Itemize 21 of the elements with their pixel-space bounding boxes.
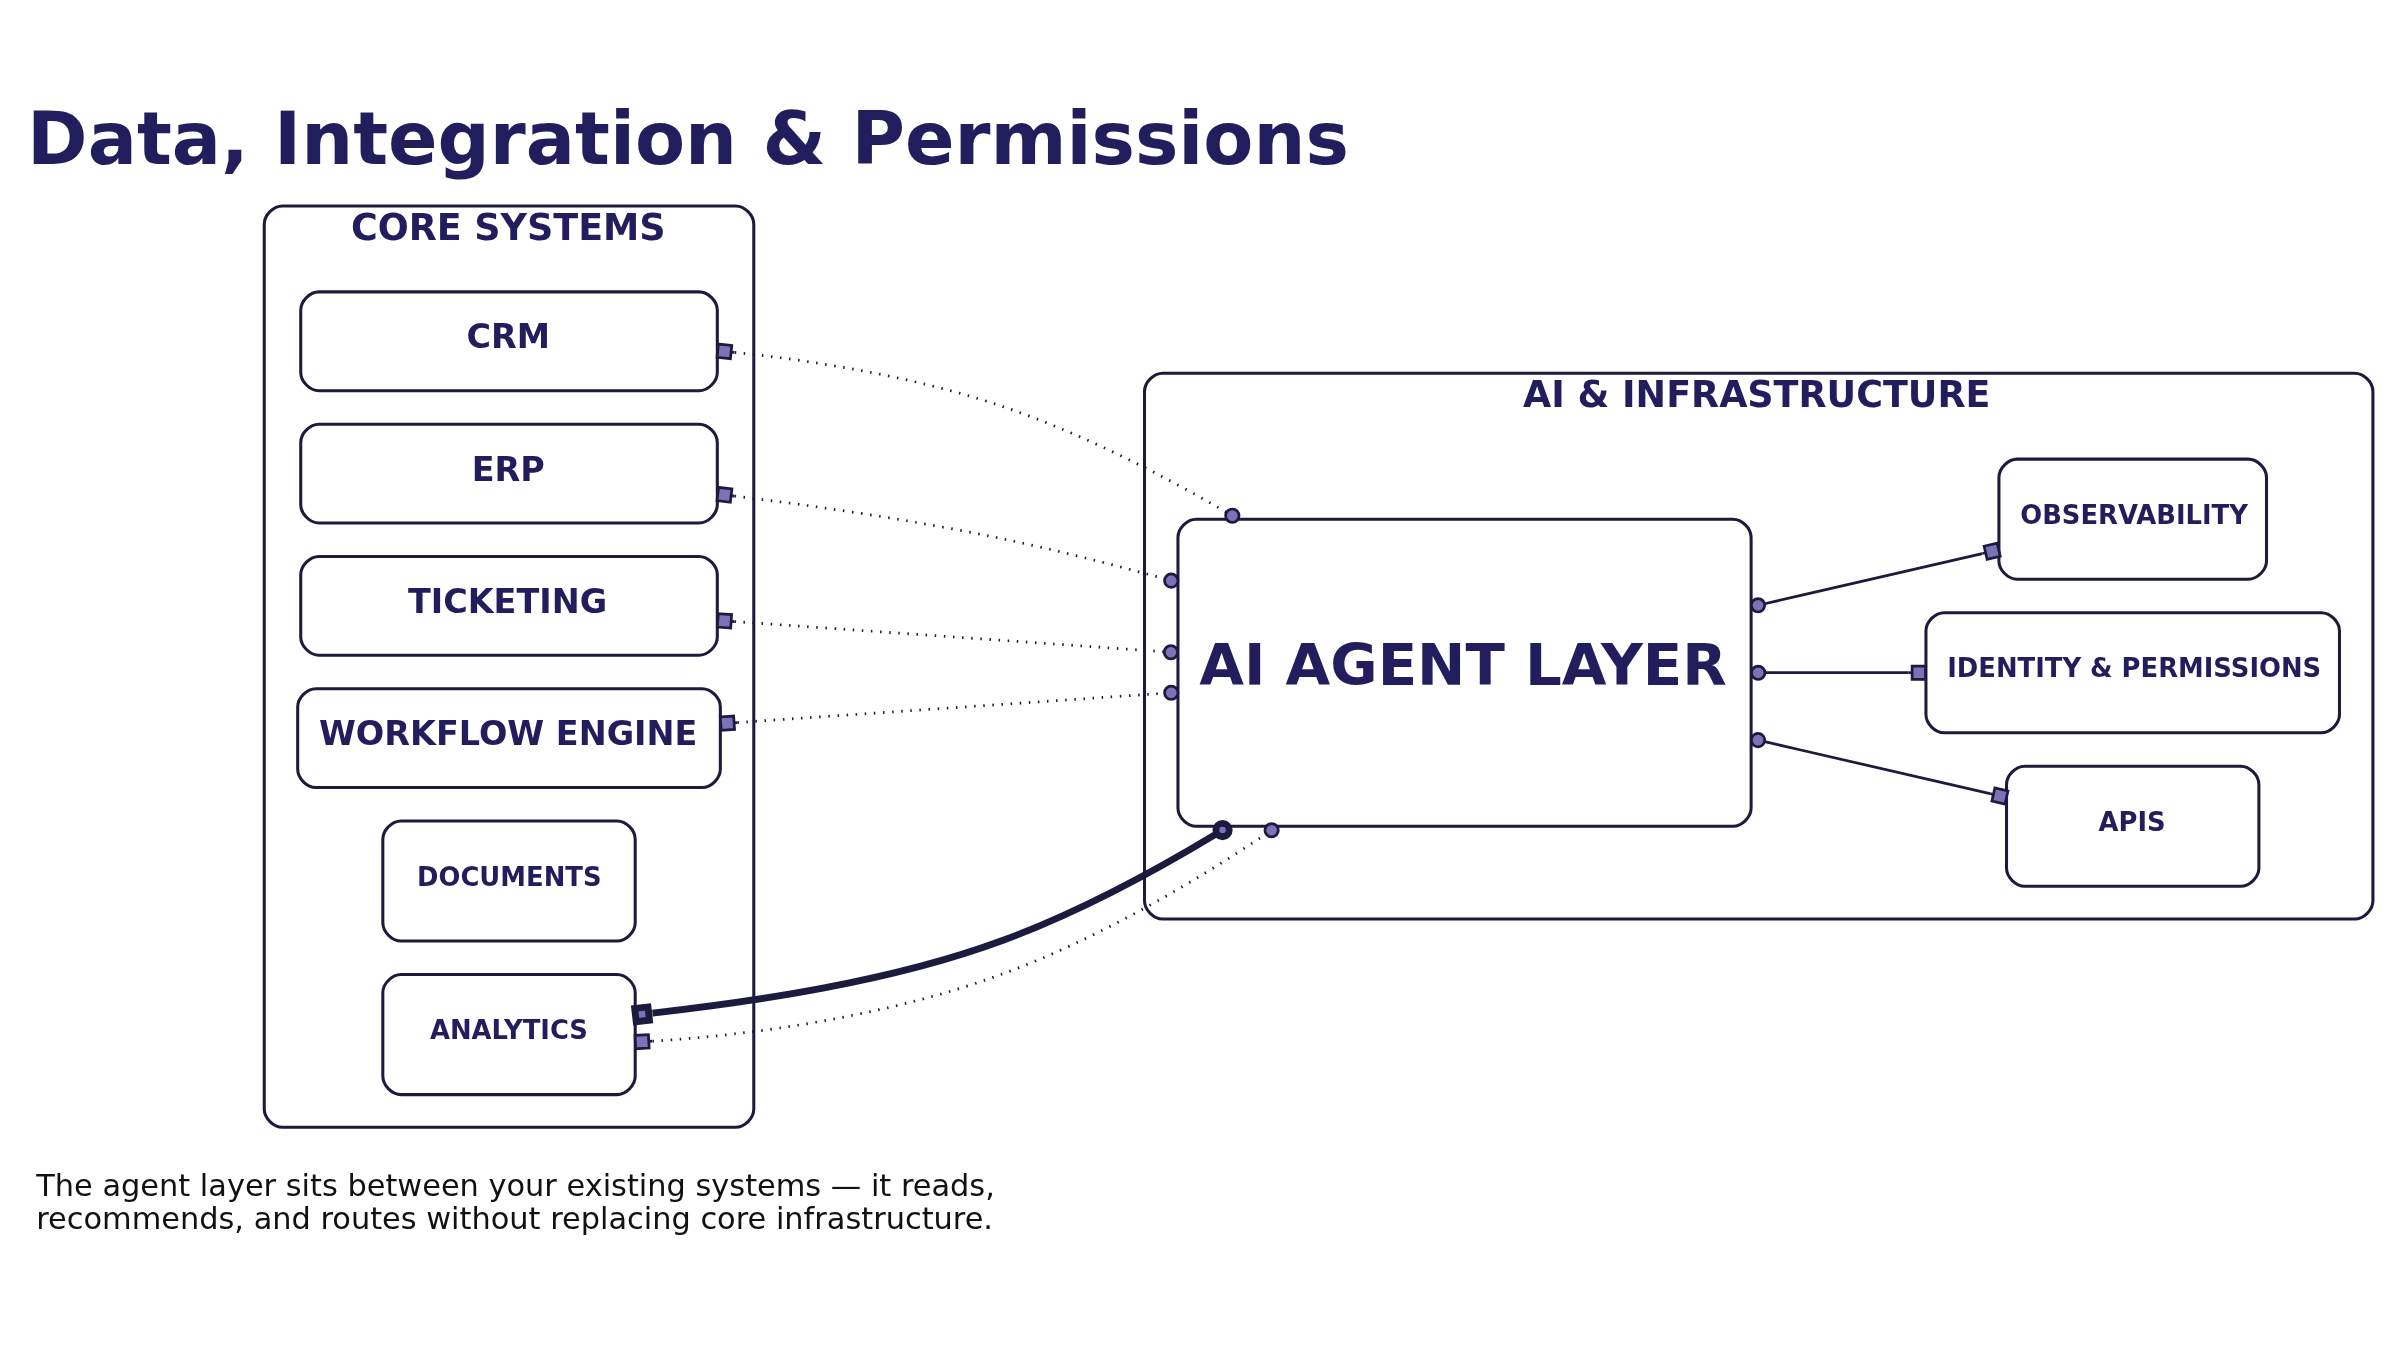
connector: [715, 612, 1179, 661]
connector: [630, 819, 1233, 1026]
node-box: OBSERVABILITY: [1997, 457, 2268, 581]
node-box: DOCUMENTS: [381, 819, 637, 943]
connector: [715, 485, 1180, 589]
connector: [1749, 541, 2002, 614]
caption: The agent layer sits between your existing systems — it reads, recommends, and routes without replacing core infrastructure.: [36, 1167, 995, 1237]
node-box: AI AGENT LAYER: [1176, 517, 1753, 828]
node-box: ANALYTICS: [381, 973, 637, 1097]
connector: [633, 822, 1280, 1051]
node-box: TICKETING: [299, 554, 719, 657]
node-box: IDENTITY & PERMISSIONS: [1924, 611, 2341, 735]
node-box: APIS: [2005, 764, 2261, 888]
connector: [718, 684, 1180, 732]
diagram-title: Data, Integration & Permissions: [27, 96, 1349, 182]
node-box: ERP: [299, 422, 719, 525]
node-box: CRM: [299, 290, 719, 393]
node-box: WORKFLOW ENGINE: [296, 687, 722, 789]
connector: [715, 342, 1241, 524]
connector: [1750, 664, 1927, 681]
connector: [1749, 732, 2010, 806]
